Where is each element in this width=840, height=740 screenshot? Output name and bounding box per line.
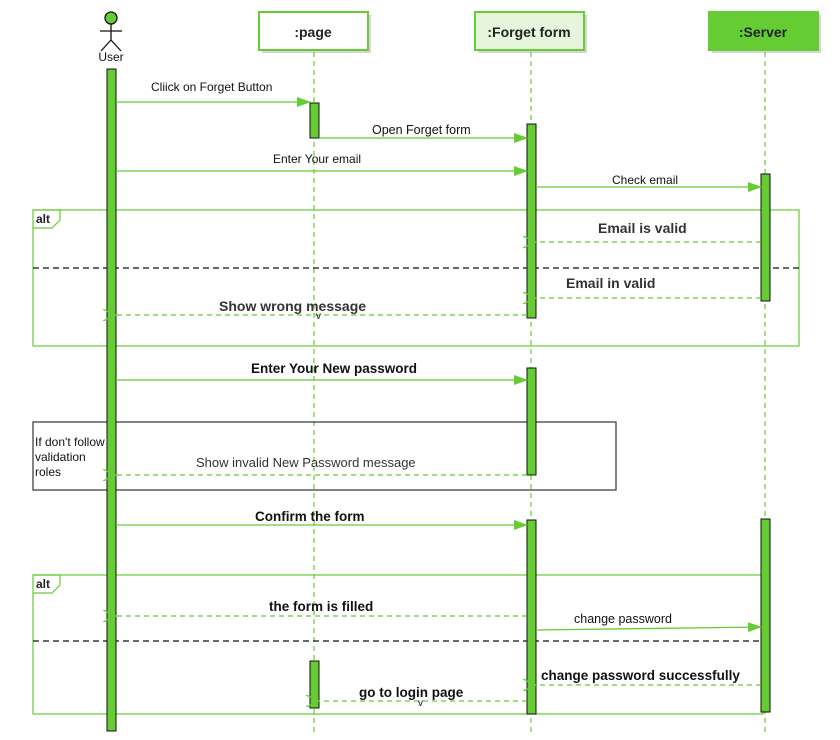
actor-user-label: User [98,50,123,64]
msg-mark-v2: v [418,698,423,709]
activation-bars [106,68,771,732]
msg-label-wrong-message: Show wrong message [219,298,366,314]
note-line-2: validation [35,450,86,464]
msg-label-change-success: change password successfully [541,668,740,683]
participant-page: :page [258,11,371,53]
msg-arrow-change-password [535,622,762,633]
note-line-1: If don't follow [35,435,105,449]
activation-form-1 [526,123,537,319]
messages: Cliick on Forget Button Open Forget form… [116,80,762,709]
activation-form-3 [526,519,537,715]
activation-server-1 [760,173,771,302]
activation-page-1 [309,102,320,139]
note-line-3: roles [35,465,61,479]
msg-mark-v1: v [316,311,321,322]
activation-page-2 [309,660,320,709]
actor-user-icon [100,11,122,52]
lifelines [313,52,766,735]
msg-label-email-valid: Email is valid [598,220,687,236]
msg-label-form-filled: the form is filled [269,599,373,614]
alt-fragment-1-label: alt [36,212,50,226]
msg-label-login-page: go to login page [359,685,464,700]
validation-note-fragment: If don't follow validation roles [32,421,617,491]
participant-forget-form: :Forget form [474,11,587,53]
msg-label-click-forget: Cliick on Forget Button [151,80,272,94]
activation-server-2 [760,518,771,713]
msg-label-confirm-form: Confirm the form [255,509,365,524]
msg-label-new-password: Enter Your New password [251,361,417,376]
alt-fragment-2-label: alt [36,577,50,591]
activation-user [106,68,117,732]
msg-label-invalid-password: Show invalid New Password message [196,455,416,470]
msg-label-check-email: Check email [612,173,678,187]
participant-server-label: :Server [739,24,788,40]
msg-label-enter-email: Enter Your email [273,152,361,166]
activation-form-2 [526,367,537,476]
participant-server: :Server [708,11,821,53]
msg-label-change-password: change password [574,612,672,626]
participant-forget-form-label: :Forget form [487,24,570,40]
msg-label-open-form: Open Forget form [372,123,471,137]
alt-fragment-1: alt [32,209,800,347]
participant-page-label: :page [294,24,332,40]
msg-label-email-invalid: Email in valid [566,275,655,291]
